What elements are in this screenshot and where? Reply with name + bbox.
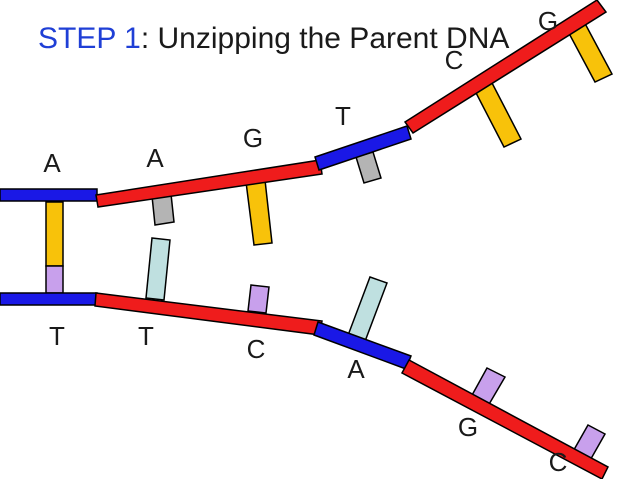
bottom-label-6: C [549,447,568,477]
base-labels: A A G T C G T T C A G C [43,6,567,477]
top-backbone-blue-1 [0,188,98,202]
tick-bottom-3-cytosine [247,284,270,314]
bottom-label-2: T [138,321,154,351]
top-label-4: T [335,101,351,131]
tick-bottom-4-thymine [346,276,388,345]
bottom-label-1: T [49,321,65,351]
bottom-backbone-red-2 [400,358,609,479]
bottom-label-5: G [458,412,478,442]
bottom-backbone-red-1 [94,292,323,336]
bottom-label-4: A [347,354,365,384]
bottom-strand [0,292,609,479]
tick-top-3-guanine [245,179,273,246]
bottom-label-3: C [247,334,266,364]
top-label-2: A [146,143,164,173]
tick-bottom-2-thymine [145,237,171,301]
top-label-3: G [243,123,263,153]
top-label-5: C [445,45,464,75]
bottom-backbone-blue-1 [0,292,98,306]
title-text: : Unzipping the Parent DNA [140,22,510,55]
top-backbone-red-2 [403,0,608,135]
top-label-1: A [43,148,61,178]
step-number: STEP 1 [38,22,141,55]
top-backbone-blue-2 [314,125,412,171]
top-label-6: G [538,6,558,36]
tick-top-1-guanine [45,201,64,267]
tick-bottom-1-cytosine [45,265,64,294]
base-ticks [45,15,614,466]
top-backbone-red-1 [95,159,323,208]
top-strand [0,0,608,208]
slide-title: STEP 1: Unzipping the Parent DNA [38,20,509,58]
